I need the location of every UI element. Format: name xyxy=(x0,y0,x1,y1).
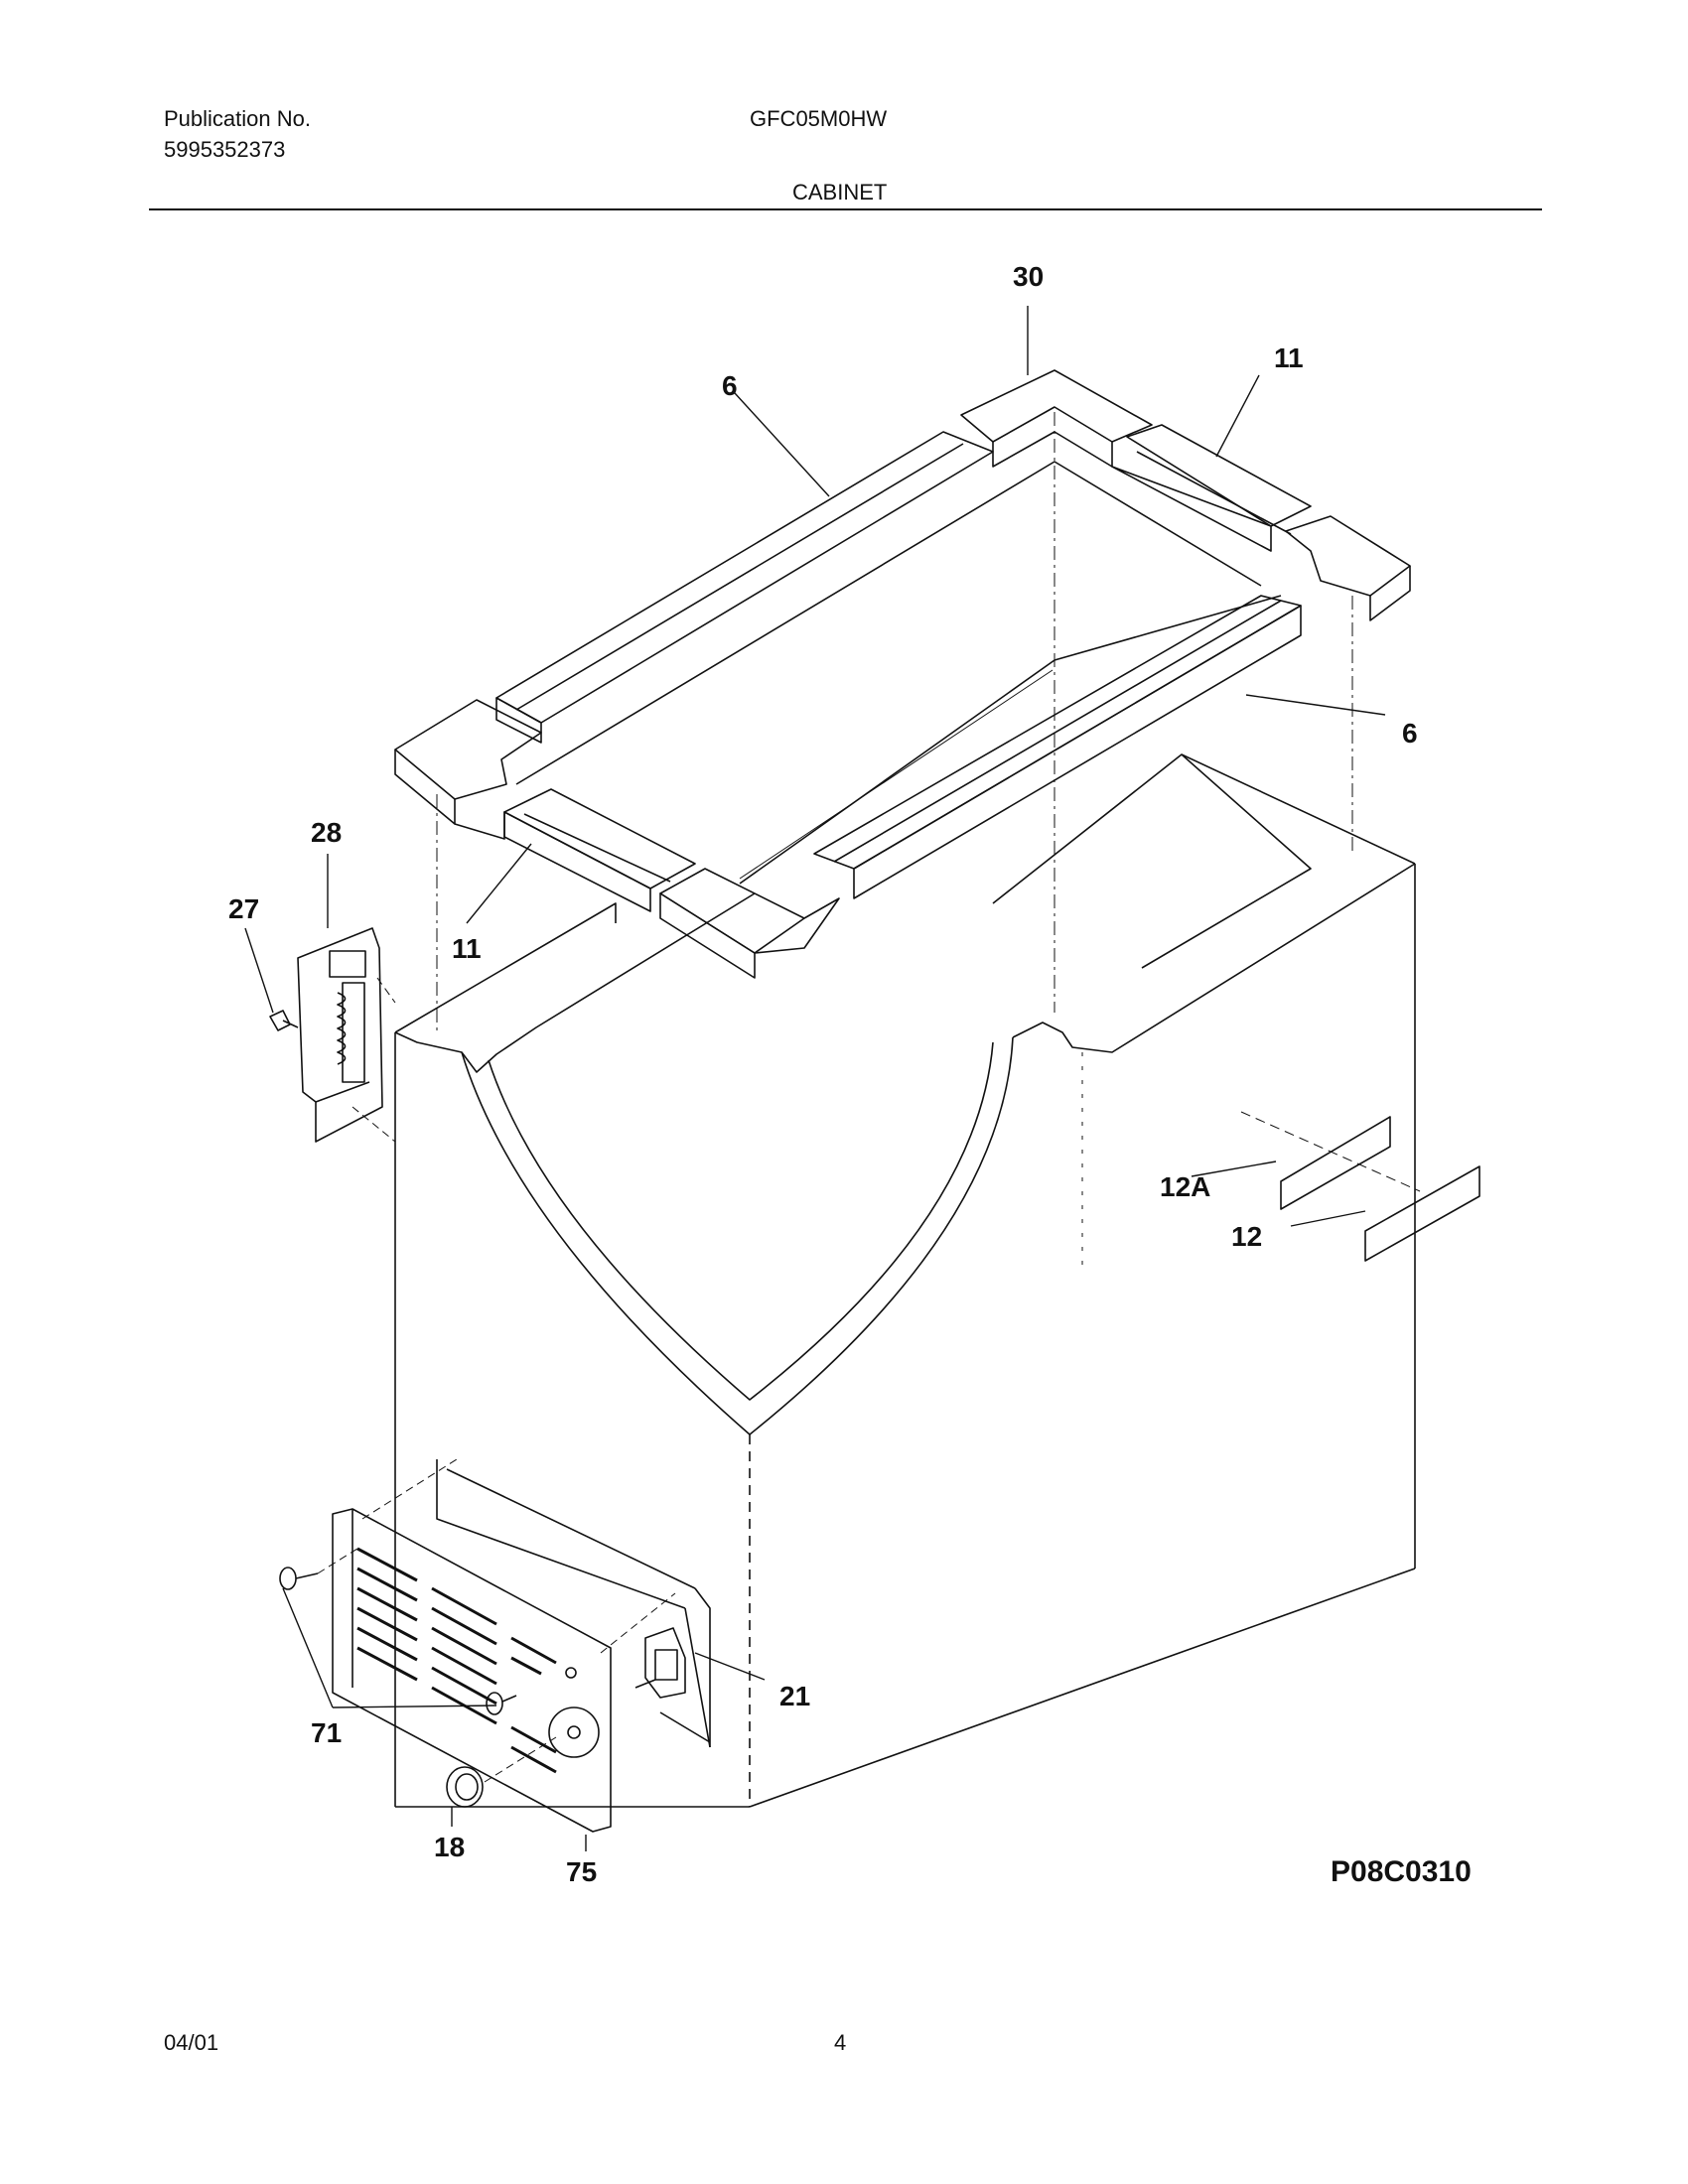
nameplates xyxy=(1240,1111,1480,1262)
model-number: GFC05M0HW xyxy=(750,106,888,131)
callout-28: 28 xyxy=(311,817,342,848)
callout-30: 30 xyxy=(1013,261,1044,292)
publication-label: Publication No. xyxy=(164,106,311,131)
callout-71: 71 xyxy=(311,1717,342,1748)
breaker-frame xyxy=(394,369,1411,1032)
header-rule xyxy=(149,208,1542,210)
section-title: CABINET xyxy=(792,180,888,205)
callout-6-right: 6 xyxy=(1402,718,1418,749)
hinge-assembly xyxy=(269,927,396,1143)
callout-21: 21 xyxy=(779,1681,810,1711)
callout-11-top: 11 xyxy=(1274,342,1304,373)
callout-12a: 12A xyxy=(1160,1171,1210,1202)
callout-27: 27 xyxy=(228,893,259,924)
toe-grille-assembly xyxy=(279,1458,711,1833)
callout-18: 18 xyxy=(434,1832,465,1862)
figure-id: P08C0310 xyxy=(1331,1855,1472,1888)
callout-12: 12 xyxy=(1231,1221,1262,1252)
callout-75: 75 xyxy=(566,1856,597,1887)
callout-11-left: 11 xyxy=(452,933,482,964)
leader-lines xyxy=(244,306,1386,1851)
page-number: 4 xyxy=(834,2030,847,2055)
publication-number: 5995352373 xyxy=(164,137,286,162)
callout-6-top: 6 xyxy=(722,370,738,401)
footer-date: 04/01 xyxy=(164,2030,219,2055)
cabinet-body xyxy=(394,753,1416,1808)
